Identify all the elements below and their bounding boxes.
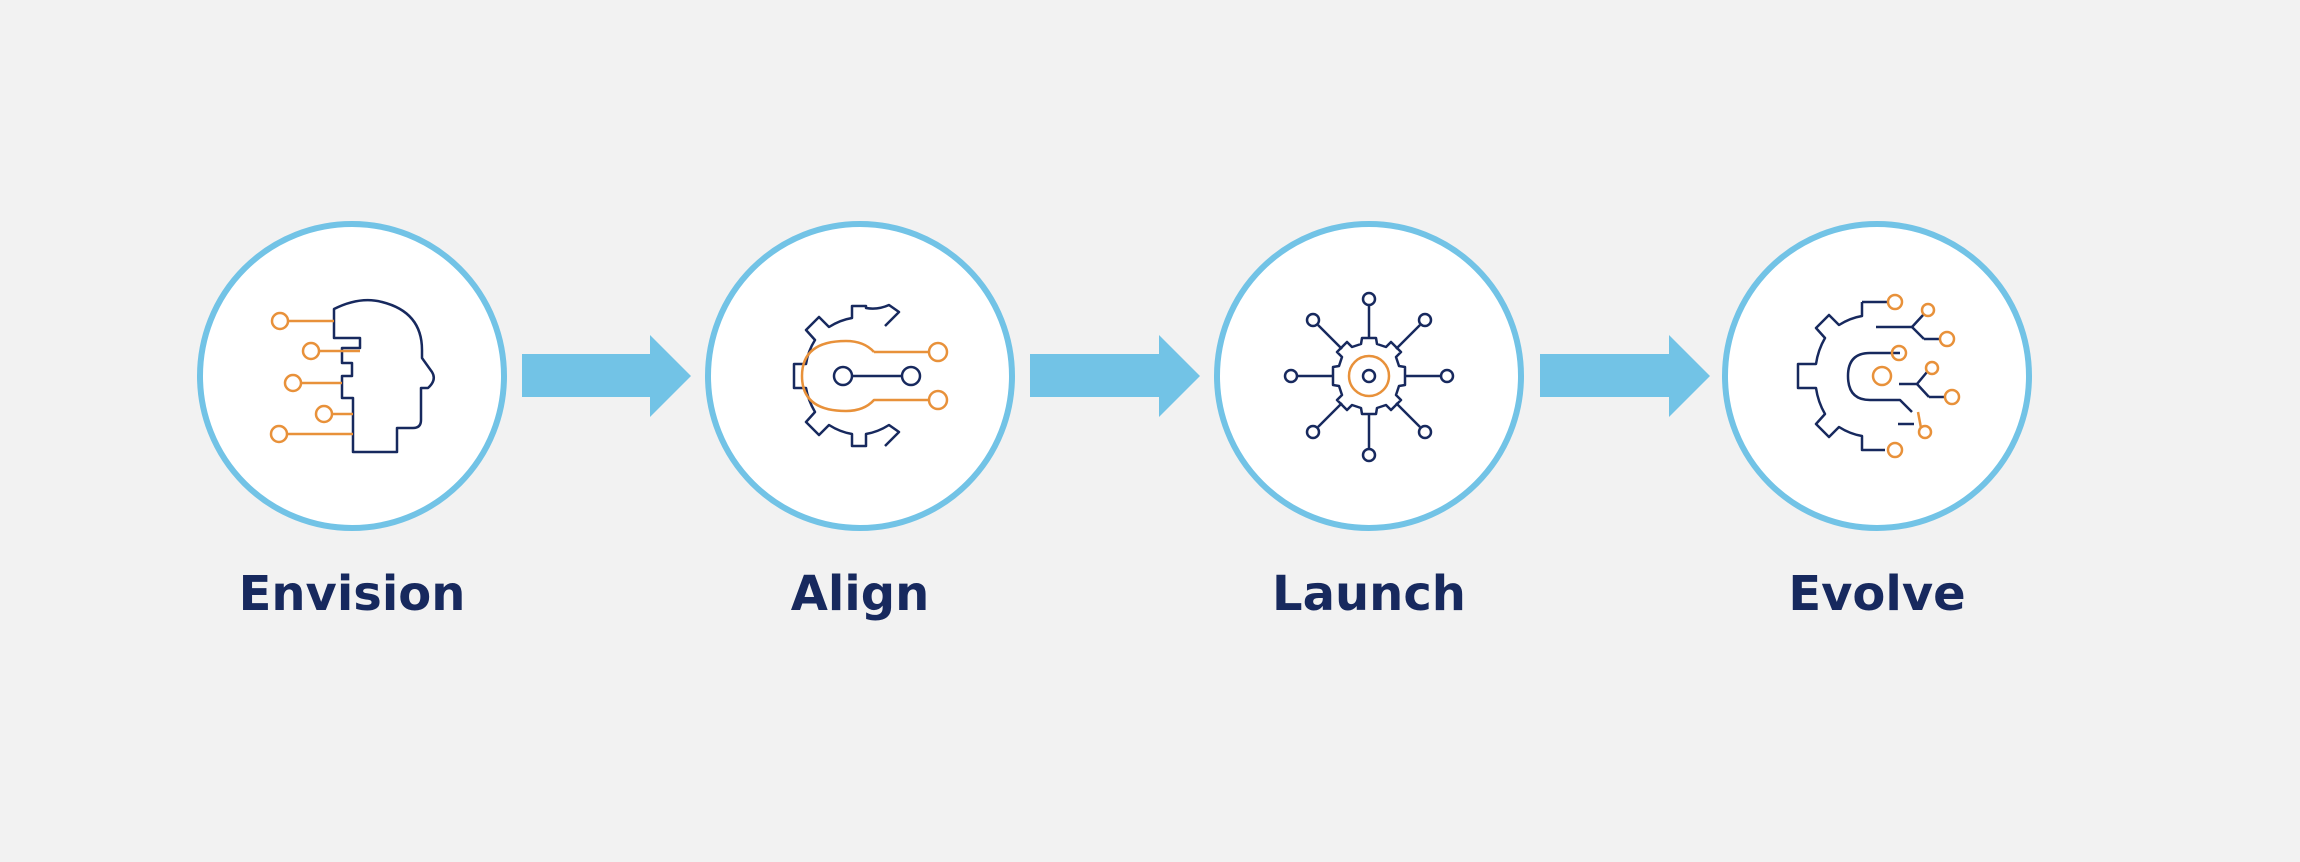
arrow-1 [522,335,691,417]
step-circle [1722,221,2032,531]
step-align: Align [705,221,1015,622]
step-label: Align [791,566,930,622]
step-envision: Envision [197,221,507,622]
step-label: Evolve [1788,566,1965,622]
gear-network-icon [1283,291,1455,463]
half-gear-branch-icon [1796,293,1961,459]
head-circuit-icon [269,298,436,454]
arrow-3 [1540,335,1710,417]
step-label: Envision [239,566,466,622]
step-evolve: Evolve [1722,221,2032,622]
step-circle [1214,221,1524,531]
step-label: Launch [1272,566,1466,622]
arrow-2 [1030,335,1200,417]
gear-connector-icon [792,303,949,448]
step-launch: Launch [1214,221,1524,622]
